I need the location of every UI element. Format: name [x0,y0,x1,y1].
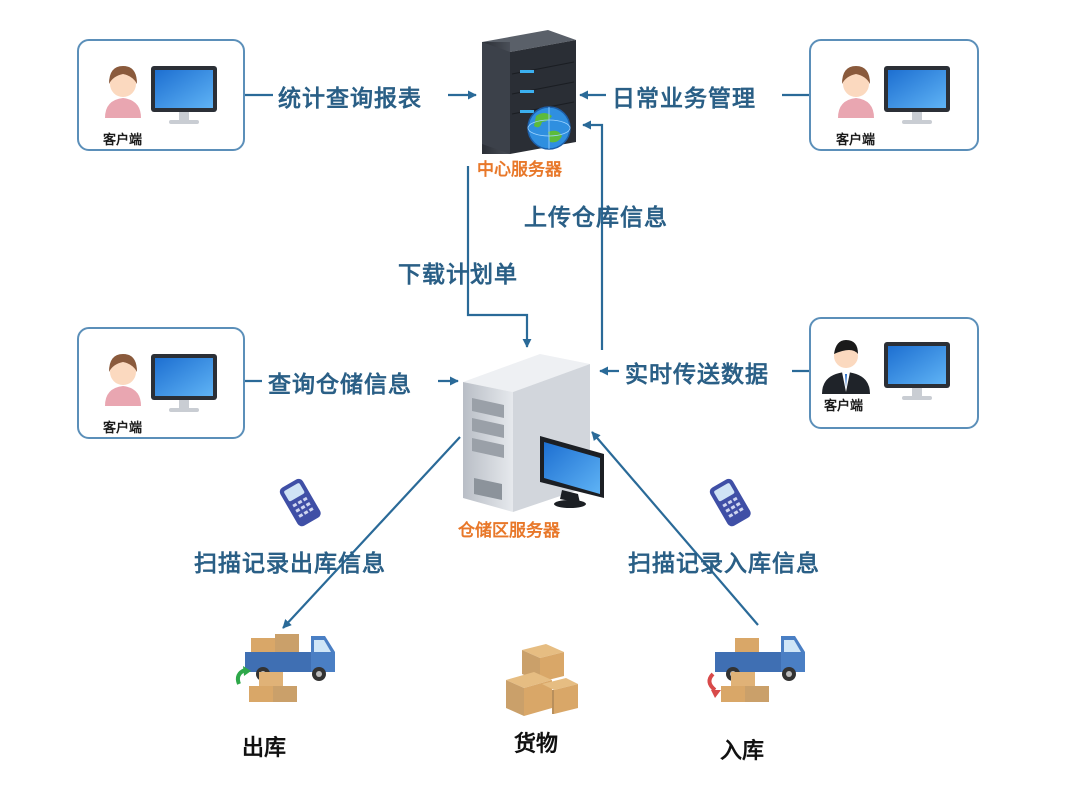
label-scan-inbound: 扫描记录入库信息 [628,551,820,577]
client-label-top-right: 客户端 [836,133,876,148]
label-outbound: 出库 [242,736,287,761]
truck-inbound-icon [707,636,805,702]
client-icon-mid-right [822,340,950,400]
arrow-scan-inbound [591,431,759,626]
label-daily-management: 日常业务管理 [612,86,756,112]
warehouse-server-icon [463,354,604,512]
label-upload-warehouse-info: 上传仓库信息 [524,205,668,231]
client-icon-mid-left [105,354,217,412]
label-scan-outbound: 扫描记录出库信息 [194,551,386,577]
client-label-mid-left: 客户端 [103,421,143,436]
label-stats-report: 统计查询报表 [278,86,422,112]
client-label-mid-right: 客户端 [824,399,864,414]
label-goods: 货物 [514,732,559,757]
arrow-scan-outbound [282,436,461,629]
arrow-upload-info [582,120,604,350]
arrows [245,90,809,629]
label-download-plan: 下载计划单 [398,262,518,288]
client-label-top-left: 客户端 [103,133,143,148]
scanner-icon-right [709,478,751,527]
truck-outbound-icon [235,634,335,702]
central-server-label: 中心服务器 [477,160,562,180]
goods-boxes-icon [506,644,578,716]
central-server-icon [482,30,576,154]
client-icon-top-left [105,66,217,124]
scanner-icon-left [279,478,321,527]
label-inbound: 入库 [720,739,765,764]
warehouse-server-label: 仓储区服务器 [458,521,560,541]
client-icon-top-right [838,66,950,124]
arrow-download-plan [466,166,532,348]
label-realtime-data: 实时传送数据 [625,362,769,388]
label-query-storage-info: 查询仓储信息 [268,372,412,398]
